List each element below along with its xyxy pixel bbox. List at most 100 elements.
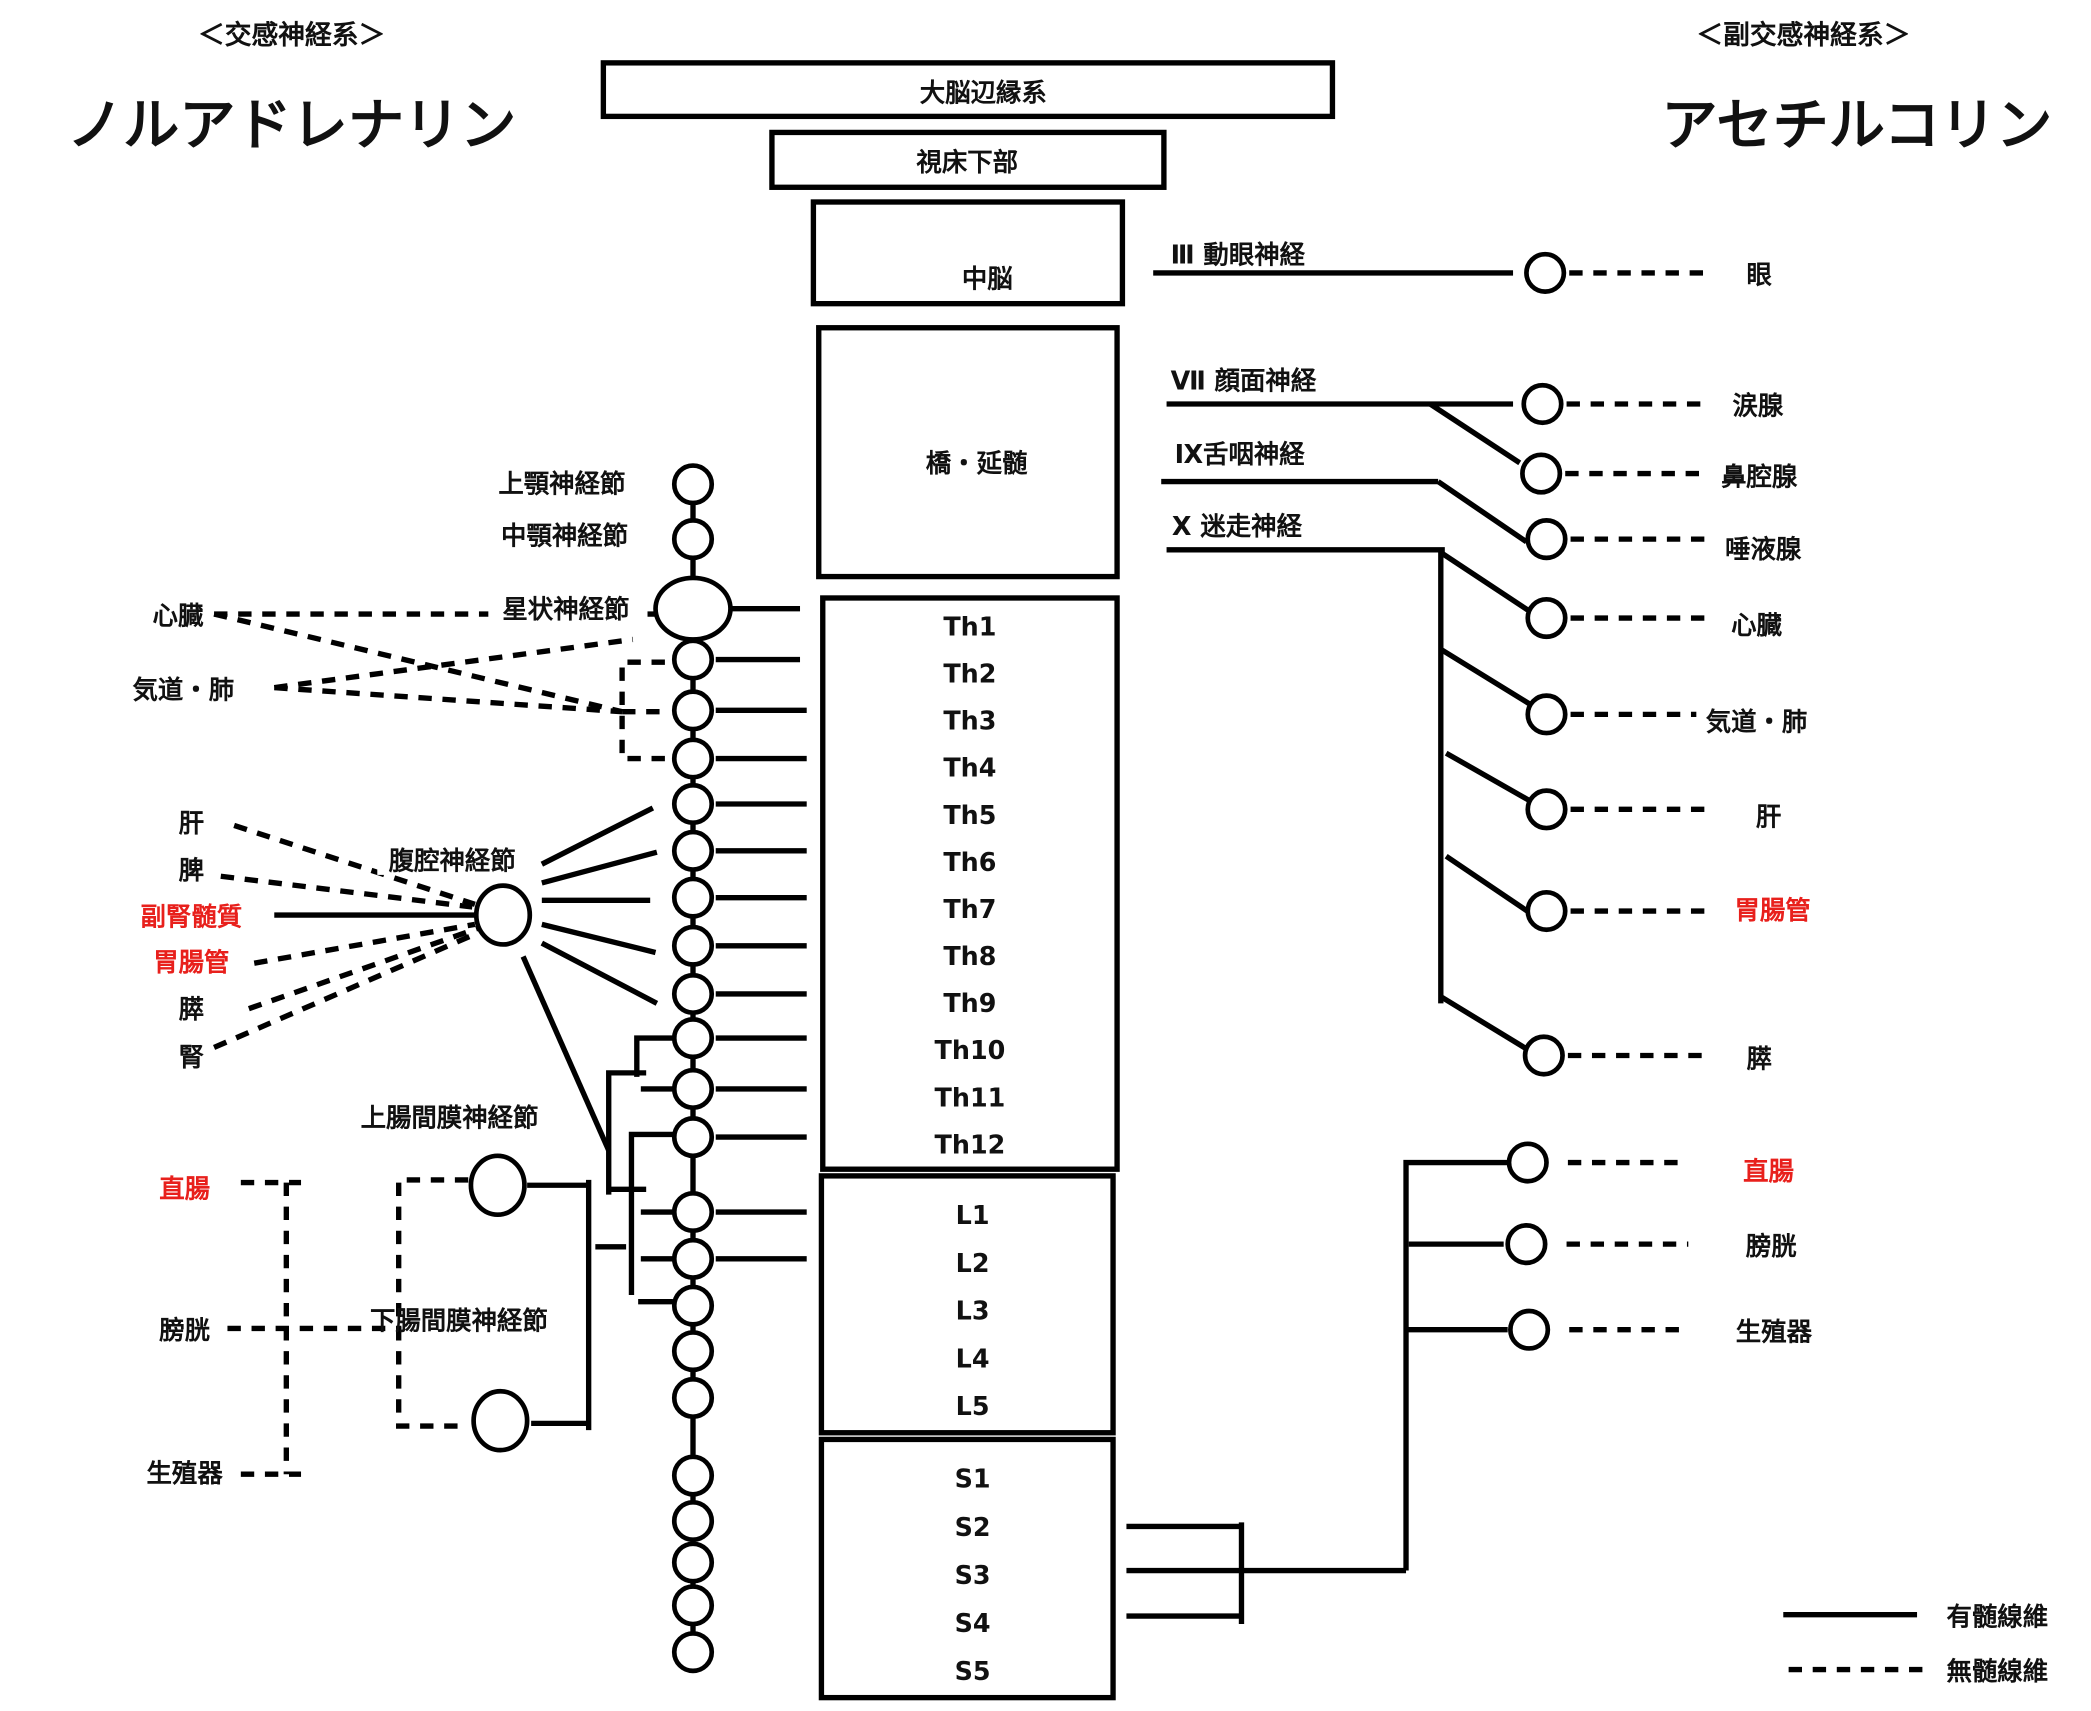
symp-target-heart: 心臓 (153, 601, 204, 631)
legend: 有髄線維 無髄線維 (1783, 1601, 2048, 1686)
inferior-mesenteric-ganglion (471, 1388, 530, 1453)
para-sacral-target-2: 生殖器 (1736, 1316, 1813, 1346)
segment-label-s5: S5 (955, 1656, 991, 1686)
para-target-7: 胃腸管 (1734, 895, 1810, 925)
parasympathetic-sacral-fibers (1126, 1159, 1508, 1625)
parasympathetic-sacral-ganglion (1505, 1223, 1548, 1266)
superior-mesenteric-ganglion (468, 1153, 527, 1218)
trunk-ganglion (671, 1116, 715, 1159)
parasympathetic-ganglion (1520, 452, 1563, 495)
para-target-6: 肝 (1756, 801, 1781, 831)
pons-medulla-label: 橋・延髄 (926, 448, 1028, 478)
trunk-ganglion (671, 638, 715, 681)
sacral-box (818, 1436, 1116, 1701)
para-sacral-target-0: 直腸 (1743, 1156, 1794, 1186)
stellate-ganglion (653, 575, 733, 642)
symp-target-spleen: 脾 (179, 855, 204, 885)
sympathetic-transmitter: ノルアドレナリン (67, 93, 516, 158)
symp-target-gi-tract: 胃腸管 (153, 947, 229, 977)
segment-label-th11: Th11 (935, 1082, 1006, 1112)
symp-target-airway-lung: 気道・肺 (132, 674, 234, 704)
para-target-8: 膵 (1746, 1044, 1771, 1074)
trunk-ganglion (671, 1017, 715, 1060)
midbrain-label: 中脳 (962, 264, 1013, 294)
parasympathetic-ganglion (1524, 251, 1567, 294)
trunk-ganglion (671, 518, 715, 561)
trunk-ganglion (671, 1499, 715, 1543)
segment-label-th9: Th9 (943, 988, 996, 1018)
trunk-ganglion (671, 1237, 715, 1280)
lumbar-box (818, 1173, 1116, 1436)
trunk-ganglion (671, 1190, 715, 1234)
thoracic-box (820, 595, 1120, 1172)
segment-label-th10: Th10 (935, 1035, 1006, 1065)
segment-label-l3: L3 (956, 1296, 990, 1326)
parasympathetic-cranial-fibers (1153, 270, 1535, 1052)
segment-label-l1: L1 (956, 1200, 990, 1230)
trunk-ganglion (671, 1631, 715, 1674)
inferior-mesenteric-ganglion-label: 下腸間膜神経節 (370, 1306, 548, 1336)
hypothalamus-label: 視床下部 (916, 147, 1018, 177)
parasympathetic-ganglion (1525, 889, 1568, 933)
segment-label-th1: Th1 (943, 611, 996, 641)
segment-label-th3: Th3 (943, 706, 996, 736)
pons-medulla-box (816, 325, 1120, 580)
segment-label-th12: Th12 (935, 1129, 1006, 1159)
legend-unmyelinated-label: 無髄線維 (1946, 1656, 2048, 1686)
stellate-ganglion-label: 星状神経節 (502, 594, 629, 624)
midbrain-box (810, 199, 1126, 307)
sympathetic-heading: ＜交感神経系＞ (198, 19, 385, 51)
parasympathetic-ganglion (1522, 1034, 1565, 1077)
symp-target-genitals: 生殖器 (147, 1458, 224, 1488)
celiac-ganglion-group (213, 805, 659, 1152)
parasympathetic-ganglion (1525, 788, 1568, 831)
segment-label-th6: Th6 (943, 847, 996, 877)
trunk-ganglion (671, 972, 715, 1016)
parasympathetic-ganglion (1525, 693, 1568, 736)
segment-label-l5: L5 (956, 1391, 990, 1421)
cranial-nerve-vii: Ⅶ 顔面神経 (1171, 365, 1317, 395)
limbic-box (600, 60, 1336, 120)
symp-target-rectum: 直腸 (159, 1173, 210, 1203)
segment-label-l4: L4 (956, 1343, 990, 1373)
middle-cervical-ganglion-label: 中顎神経節 (501, 520, 628, 550)
cranial-nerve-iii: Ⅲ 動眼神経 (1171, 240, 1306, 270)
cranial-nerve-x: Ⅹ 迷走神経 (1172, 511, 1303, 541)
para-target-5: 気道・肺 (1706, 706, 1808, 736)
trunk-ganglion (671, 924, 715, 967)
trunk-ganglion (671, 1284, 715, 1327)
segment-label-th4: Th4 (943, 753, 996, 783)
para-target-0: 眼 (1746, 260, 1772, 290)
segment-label-l2: L2 (956, 1248, 990, 1278)
symp-target-bladder: 膀胱 (158, 1315, 210, 1345)
trunk-ganglion (671, 829, 715, 872)
segment-label-s1: S1 (955, 1464, 991, 1494)
trunk-ganglion (671, 1330, 715, 1373)
trunk-ganglion (671, 1541, 715, 1584)
superior-mesenteric-ganglion-label: 上腸間膜神経節 (361, 1102, 539, 1132)
sympathetic-trunk (653, 463, 807, 1674)
segment-label-s3: S3 (955, 1560, 991, 1590)
symp-target-liver: 肝 (179, 808, 204, 838)
para-sacral-target-1: 膀胱 (1745, 1231, 1797, 1261)
segment-label-th8: Th8 (943, 941, 996, 971)
trunk-ganglion (671, 463, 715, 506)
segment-label-th5: Th5 (943, 800, 996, 830)
para-target-3: 唾液腺 (1725, 534, 1802, 564)
trunk-ganglion (671, 689, 715, 732)
symp-target-adrenal-medulla: 副腎髄質 (141, 902, 243, 932)
segment-label-s2: S2 (955, 1512, 991, 1542)
para-target-4: 心臓 (1731, 610, 1782, 640)
trunk-ganglion (671, 737, 715, 780)
segment-label-s4: S4 (955, 1608, 991, 1638)
parasympathetic-sacral-ganglion (1506, 1141, 1549, 1184)
symp-target-kidney: 腎 (179, 1042, 205, 1072)
parasympathetic-transmitter: アセチルコリン (1661, 93, 2052, 158)
parasympathetic-ganglion (1525, 518, 1568, 561)
parasympathetic-ganglion (1525, 596, 1568, 640)
para-target-1: 涙腺 (1732, 391, 1783, 421)
trunk-ganglion (671, 876, 715, 919)
trunk-ganglion (671, 1454, 715, 1497)
para-target-2: 鼻腔腺 (1721, 462, 1798, 492)
